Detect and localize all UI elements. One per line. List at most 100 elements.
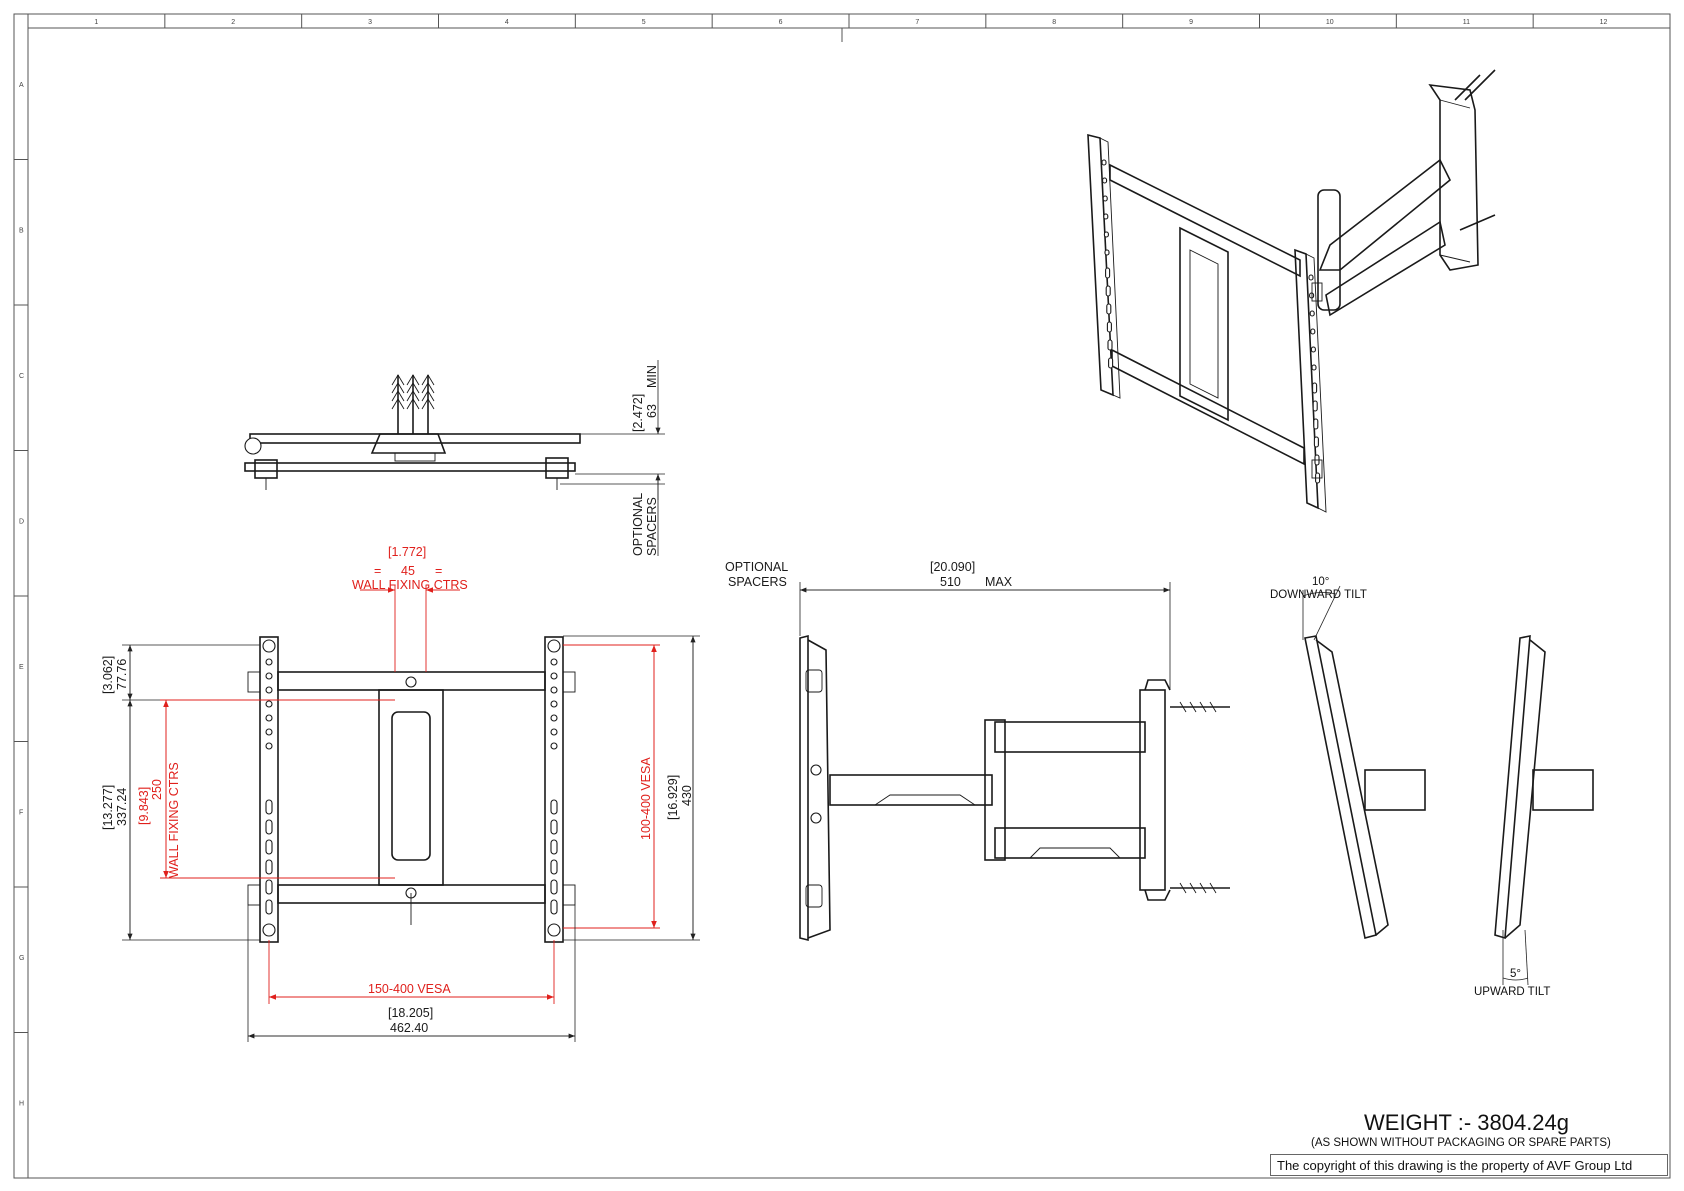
- iso-rail-hole: [1312, 382, 1318, 394]
- iso-rail-hole: [1313, 418, 1319, 430]
- dim-width-bracket: [18.205]: [388, 1006, 433, 1020]
- column-label: 9: [1189, 19, 1193, 26]
- row-label: G: [19, 955, 24, 962]
- iso-rail-hole: [1105, 285, 1111, 297]
- side-dim-value: 63: [645, 404, 659, 418]
- tilt-up-angle: 5°: [1510, 968, 1521, 980]
- rail-slot: [550, 839, 558, 855]
- iso-rail-hole: [1106, 303, 1112, 315]
- wall-fix-eq-left: =: [374, 564, 381, 578]
- rail-slot: [550, 799, 558, 815]
- tilt-up-view: 5° UPWARD TILT: [1474, 635, 1594, 998]
- tilt-up-label: UPWARD TILT: [1474, 986, 1550, 998]
- dim-top-bracket: [3.062]: [101, 656, 115, 694]
- copyright-box: The copyright of this drawing is the pro…: [1270, 1154, 1668, 1176]
- rail-hole: [550, 700, 558, 708]
- rail-slot: [265, 859, 273, 875]
- iso-rail-hole: [1108, 357, 1114, 369]
- rail-hole: [265, 686, 273, 694]
- rail-hole: [265, 672, 273, 680]
- rail-hole: [550, 686, 558, 694]
- rail-hole: [550, 672, 558, 680]
- ext-spacers-line2: SPACERS: [728, 575, 787, 589]
- weight-note: (AS SHOWN WITHOUT PACKAGING OR SPARE PAR…: [1311, 1137, 1611, 1149]
- iso-rail-hole: [1107, 339, 1113, 351]
- iso-rail-hole: [1312, 400, 1318, 412]
- iso-rail-hole: [1104, 249, 1110, 256]
- dim-top-value: 77.76: [115, 659, 129, 690]
- wall-fix-v-bracket: [9.843]: [137, 787, 151, 825]
- rail-slot: [550, 879, 558, 895]
- rail-hole: [265, 700, 273, 708]
- extension-view: OPTIONAL SPACERS [20.090] 510 MAX: [725, 560, 1230, 942]
- iso-rail-hole: [1310, 346, 1316, 353]
- rail-hole: [550, 728, 558, 736]
- side-dim-note: MIN: [645, 365, 659, 388]
- rail-hole: [550, 658, 558, 666]
- column-label: 10: [1326, 19, 1334, 26]
- rail-hole: [265, 742, 273, 750]
- rail-hole: [550, 742, 558, 750]
- tilt-down-angle: 10°: [1312, 576, 1329, 588]
- column-label: 1: [94, 19, 98, 26]
- wall-fix-eq-right: =: [435, 564, 442, 578]
- rail-hole: [265, 728, 273, 736]
- front-view: [1.772] = 45 = WALL FIXING CTRS [3.062] …: [101, 545, 700, 1042]
- row-label: E: [19, 664, 24, 671]
- rail-slot: [550, 819, 558, 835]
- tilt-down-view: 10° DOWNWARD TILT: [1270, 576, 1426, 939]
- iso-rail-hole: [1105, 267, 1111, 279]
- column-label: 12: [1600, 19, 1608, 26]
- rail-slot: [265, 879, 273, 895]
- iso-rail-hole: [1310, 328, 1316, 335]
- side-spacers-line2: SPACERS: [645, 497, 659, 556]
- row-label: H: [19, 1100, 24, 1107]
- iso-rail-hole: [1106, 321, 1112, 333]
- rail-hole: [550, 714, 558, 722]
- column-label: 8: [1052, 19, 1056, 26]
- wall-fix-bracket: [1.772]: [388, 545, 426, 559]
- rail-slot: [265, 839, 273, 855]
- rail-slot: [265, 799, 273, 815]
- side-dim-bracket: [2.472]: [631, 394, 645, 432]
- dim-overall-bracket: [13.277]: [101, 785, 115, 830]
- row-label: C: [19, 373, 24, 380]
- dim-overall-value: 337.24: [115, 788, 129, 826]
- dim-right-value: 430: [680, 785, 694, 806]
- iso-rail-hole: [1102, 195, 1108, 202]
- ext-spacers-line1: OPTIONAL: [725, 560, 788, 574]
- isometric-view: [1087, 69, 1496, 513]
- column-label: 5: [642, 19, 646, 26]
- side-view: [2.472] 63 MIN OPTIONAL SPACERS: [244, 360, 665, 556]
- iso-rail-hole: [1103, 231, 1109, 238]
- ext-dim-value: 510: [940, 575, 961, 589]
- iso-rail-hole: [1311, 364, 1317, 371]
- column-label: 2: [231, 19, 235, 26]
- iso-rail-hole: [1308, 274, 1314, 281]
- rail-hole: [265, 658, 273, 666]
- iso-rail-hole: [1313, 436, 1319, 448]
- iso-rail-hole: [1103, 213, 1109, 220]
- wall-fix-v-value: 250: [150, 779, 164, 800]
- tilt-down-label: DOWNWARD TILT: [1270, 589, 1367, 601]
- column-label: 11: [1463, 19, 1470, 26]
- column-label: 7: [915, 19, 919, 26]
- column-label: 6: [779, 19, 783, 26]
- sheet-frame: [13, 13, 1671, 1179]
- rail-slot: [550, 859, 558, 875]
- rail-hole: [265, 714, 273, 722]
- vesa-v-label: 100-400 VESA: [639, 757, 653, 840]
- column-label: 3: [368, 19, 372, 26]
- wall-fix-label: WALL FIXING CTRS: [352, 578, 468, 592]
- iso-rail-hole: [1102, 177, 1108, 184]
- ext-dim-note: MAX: [985, 575, 1013, 589]
- rail-slot: [265, 899, 273, 915]
- wall-fix-value: 45: [401, 564, 415, 578]
- rail-slot: [550, 899, 558, 915]
- iso-rail-hole: [1101, 159, 1107, 166]
- row-label: A: [19, 82, 24, 89]
- dim-right-bracket: [16.929]: [666, 775, 680, 820]
